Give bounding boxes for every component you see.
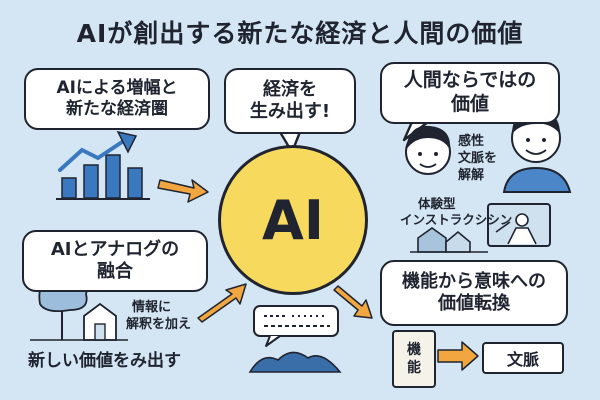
person-left-icon [405,125,451,175]
value-shift-line1: 機能から意味への [402,270,546,292]
human-value-line2: 価値 [450,93,489,115]
new-value-caption: 新しい価値をみ出す [28,351,181,371]
info-note: 情報に 解釈を加え [126,300,191,334]
human-notes: 感性 文脈を 解解 [458,134,497,185]
function-tag-line1: 機 [407,341,421,358]
page-title: AIが創出する新たな経済と人間の価値 [76,19,524,48]
arrow-right-bottom-icon [333,285,373,319]
human-note-3: 解解 [458,167,485,183]
human-value-box: 人間ならではの 価値 [380,62,560,124]
ai-amplification-line1: AIによる増幅と [56,77,178,98]
ai-core-label: AI [262,188,324,252]
human-note-1: 感性 [458,134,485,149]
fusion-line2: 融合 [97,261,133,282]
function-tag: 機 能 [392,330,436,388]
ai-core-circle: AI [218,145,368,295]
economy-speech-bubble: 経済を 生み出す! [224,68,356,134]
growth-chart-icon [56,130,150,200]
mountains-icon [248,351,342,373]
value-shift-line2: 価値転換 [438,293,510,314]
house-icon [30,302,128,341]
context-tag: 文脈 [482,342,564,374]
experience-line2: インストラクシシン [400,212,513,228]
info-note-line2: 解釈を加え [126,316,192,332]
ai-analog-fusion-box: AIとアナログの 融合 [22,230,208,292]
houses-icon [410,227,488,253]
ai-amplification-box: AIによる増幅と 新たな経済圏 [24,68,210,130]
ai-amplification-line2: 新たな経済圏 [66,99,168,119]
human-note-2: 文脈を [458,150,498,166]
experience-screen-icon [487,203,551,247]
experience-label: 体験型 インストラクシシン [400,196,512,229]
arrow-left-bottom-icon [197,283,247,323]
info-note-line1: 情報に [132,300,172,315]
bubble-line1: 経済を [263,78,317,100]
experience-line1: 体験型 [418,196,456,211]
bubble-line2: 生み出す! [249,101,331,122]
value-shift-box: 機能から意味への 価値転換 [380,260,568,326]
function-tag-line2: 能 [407,360,421,376]
fusion-line1: AIとアナログの [50,238,180,260]
arrow-left-top-icon [157,179,209,203]
chat-bubble-icon [253,305,339,347]
human-value-line1: 人間ならではの [403,69,537,92]
arrow-function-to-context-icon [437,341,479,371]
